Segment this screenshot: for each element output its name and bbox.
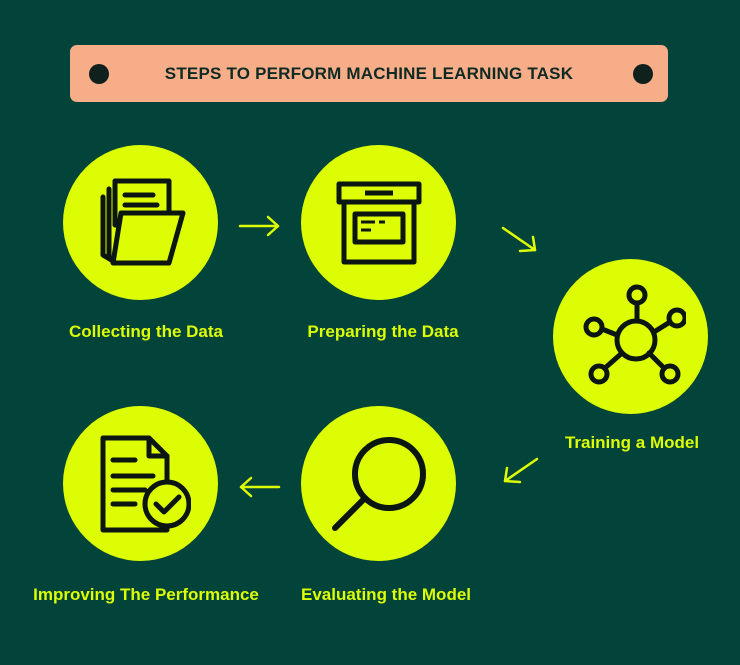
folder-documents-icon bbox=[91, 173, 191, 273]
arrow-down-right-icon bbox=[500, 225, 540, 255]
arrow-left-icon bbox=[237, 476, 281, 498]
step-circle-training bbox=[553, 259, 708, 414]
step-circle-preparing bbox=[301, 145, 456, 300]
step-circle-evaluating bbox=[301, 406, 456, 561]
step-label-training: Training a Model bbox=[564, 433, 700, 452]
arrow-down-left-icon bbox=[500, 456, 540, 486]
page-title: STEPS TO PERFORM MACHINE LEARNING TASK bbox=[164, 63, 574, 83]
step-label-preparing: Preparing the Data bbox=[307, 322, 459, 341]
step-label-improving: Improving The Performance bbox=[33, 585, 259, 604]
magnifier-icon bbox=[327, 432, 431, 536]
document-check-icon bbox=[91, 432, 191, 536]
step-circle-improving bbox=[63, 406, 218, 561]
archive-box-icon bbox=[331, 178, 427, 268]
banner-dot-right bbox=[633, 63, 653, 84]
step-circle-collecting bbox=[63, 145, 218, 300]
title-banner: STEPS TO PERFORM MACHINE LEARNING TASK bbox=[70, 45, 668, 102]
arrow-right-icon bbox=[238, 215, 282, 237]
banner-dot-left bbox=[89, 63, 109, 84]
step-label-evaluating: Evaluating the Model bbox=[300, 585, 472, 604]
network-hub-icon bbox=[576, 282, 686, 392]
step-label-collecting: Collecting the Data bbox=[69, 322, 223, 341]
